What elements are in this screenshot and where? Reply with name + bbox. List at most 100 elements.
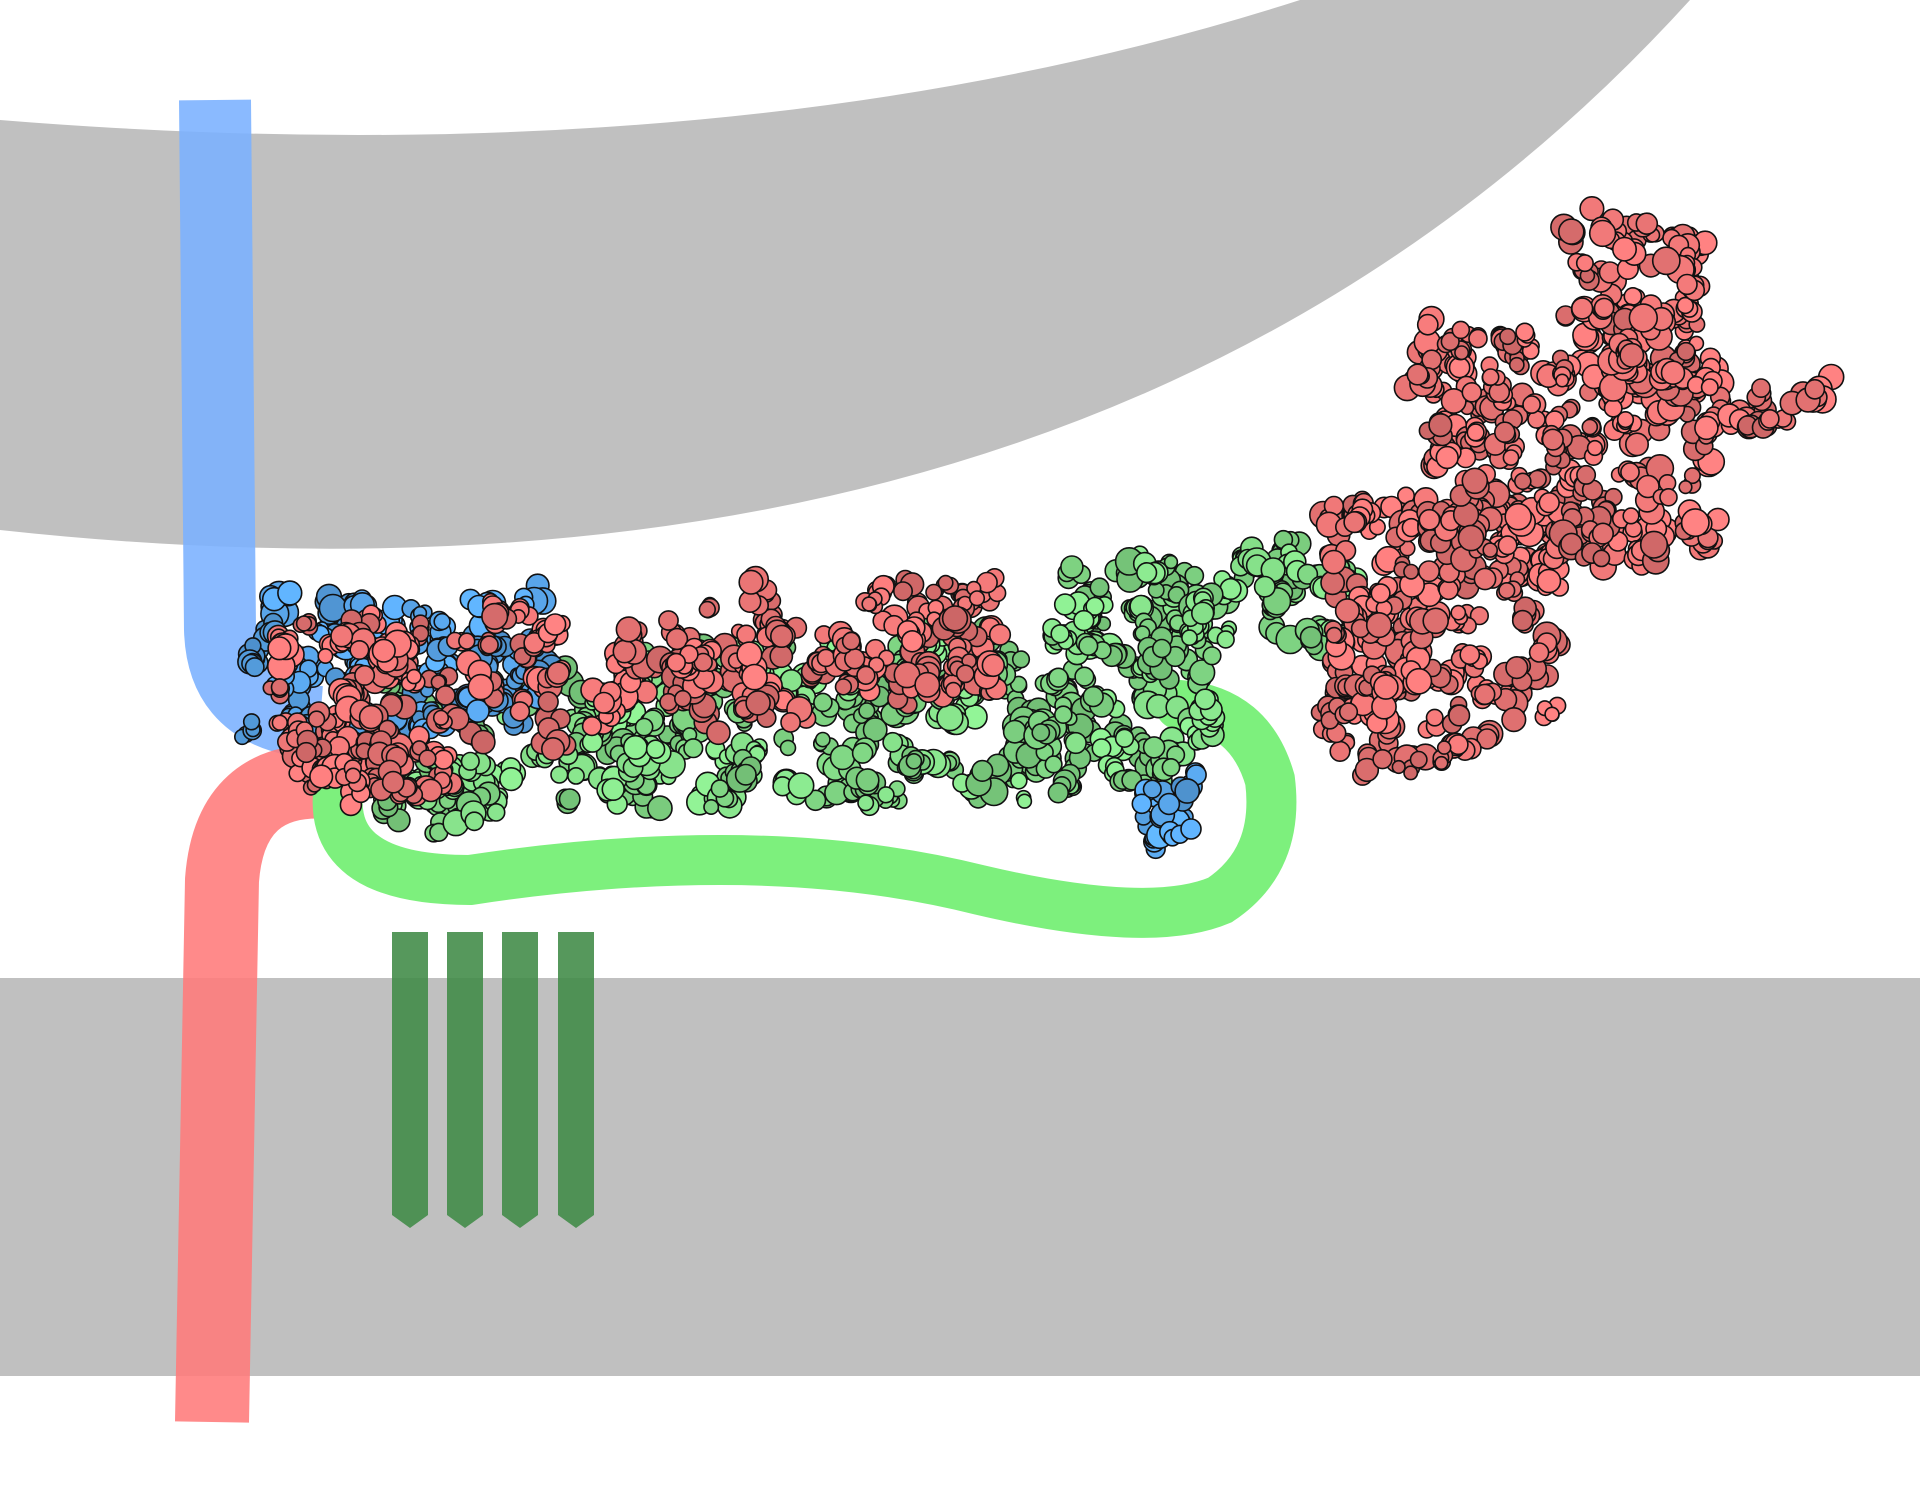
red-atom [1804, 378, 1826, 400]
blue-atom [242, 713, 261, 731]
red-atom [412, 624, 430, 643]
red-atom [981, 653, 1005, 678]
red-atom [1635, 212, 1659, 235]
green-atom [882, 731, 904, 753]
red-atom [1482, 542, 1498, 558]
blue-atom [277, 580, 303, 606]
green-atom [858, 702, 876, 720]
green-atom [857, 794, 875, 812]
green-atom [1054, 705, 1073, 725]
green-atom [877, 786, 895, 804]
blue-atom [433, 612, 451, 631]
green-atom [1047, 782, 1070, 804]
green-atom [1053, 593, 1077, 616]
upper-membrane [0, 0, 1690, 549]
red-atom [769, 644, 794, 669]
green-atom [1161, 758, 1181, 777]
red-atom [1354, 757, 1380, 783]
green-atom [550, 765, 569, 784]
green-atom [1152, 638, 1172, 659]
red-atom [1428, 413, 1453, 438]
red-atom [1759, 408, 1780, 429]
red-atom [1676, 296, 1695, 315]
red-atom [1591, 522, 1614, 545]
red-atom [1501, 706, 1527, 733]
green-atom [1142, 736, 1166, 759]
red-atom [381, 770, 405, 794]
green-chain-tube [312, 680, 1297, 938]
red-atom [432, 709, 450, 726]
red-atom [1579, 196, 1605, 222]
blue-atom [1131, 793, 1153, 815]
green-atom [1048, 667, 1069, 688]
red-atom [1505, 655, 1529, 680]
red-atom [1343, 510, 1366, 534]
green-atom [862, 717, 888, 743]
red-atom [1438, 579, 1459, 601]
green-atom [1064, 731, 1087, 755]
red-chain-atoms [262, 565, 1012, 817]
red-atom [1544, 706, 1560, 722]
green-atom [1078, 635, 1099, 657]
red-atom [1329, 740, 1351, 763]
red-atom [738, 569, 764, 595]
red-atom [317, 647, 334, 664]
red-atom [666, 652, 687, 673]
anchor-helix [558, 932, 594, 1228]
red-atom [481, 602, 509, 631]
red-atom [433, 749, 454, 770]
red-chain-head-domain [1308, 196, 1845, 786]
red-atom [509, 701, 531, 722]
red-atom [1623, 286, 1643, 306]
blue-atom [1174, 778, 1201, 804]
red-atom [1476, 728, 1498, 750]
red-atom [1612, 236, 1638, 262]
red-atom [988, 623, 1012, 646]
green-atom [1188, 659, 1216, 686]
green-atom [905, 752, 923, 770]
red-atom [665, 627, 689, 651]
anchor-helix [392, 932, 428, 1228]
green-atom [1136, 561, 1158, 584]
red-atom [330, 624, 354, 648]
red-atom [345, 767, 362, 784]
red-atom [1461, 467, 1489, 495]
red-atom [1575, 254, 1594, 273]
red-atom [698, 600, 716, 619]
red-atom [1418, 560, 1441, 583]
red-atom [937, 574, 954, 591]
red-atom [435, 685, 456, 706]
red-atom [1440, 331, 1460, 352]
red-atom [1678, 480, 1693, 495]
red-atom [295, 615, 313, 632]
red-atom [271, 714, 288, 731]
red-atom [592, 691, 616, 714]
red-atom [1639, 530, 1669, 559]
red-atom [1555, 373, 1570, 388]
red-atom [1625, 432, 1650, 457]
red-atom [1636, 474, 1660, 499]
red-atom [900, 629, 924, 653]
blue-atom [1180, 818, 1202, 840]
green-atom [460, 751, 480, 771]
red-atom [540, 736, 565, 761]
green-atom [1194, 688, 1217, 711]
red-atom [1325, 626, 1343, 644]
green-atom [622, 734, 648, 760]
green-atom [1002, 719, 1027, 744]
red-atom [1448, 704, 1471, 727]
red-atom [1751, 378, 1771, 399]
green-atom [971, 759, 994, 783]
red-atom [841, 631, 861, 651]
green-atom [1085, 596, 1105, 616]
red-atom [1406, 363, 1429, 386]
red-atom [371, 638, 396, 663]
red-atom [1436, 740, 1452, 755]
green-atom [1060, 555, 1084, 579]
red-atom [736, 641, 763, 668]
red-atom [1370, 583, 1391, 604]
red-atom [780, 712, 802, 733]
red-atom [816, 648, 836, 668]
